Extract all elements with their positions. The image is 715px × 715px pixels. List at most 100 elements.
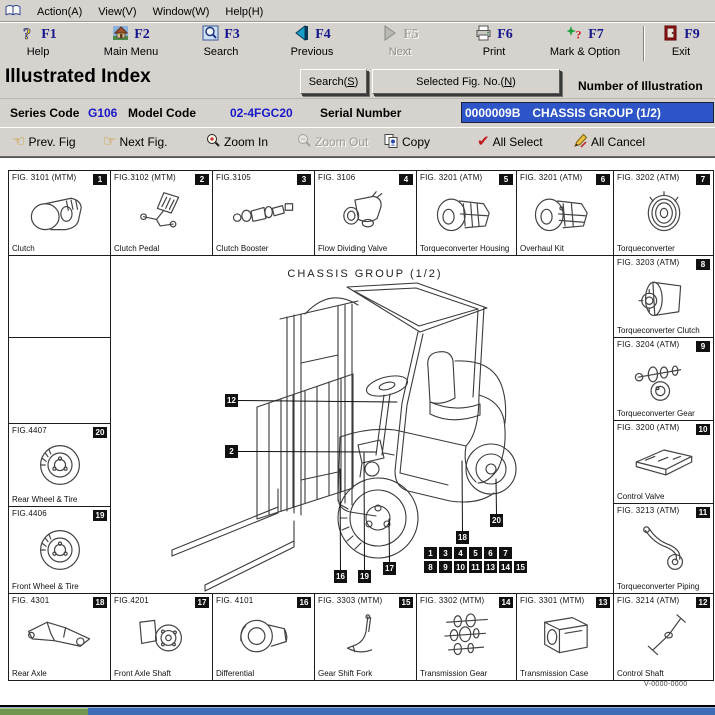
differential-sketch — [218, 607, 309, 667]
fig-number-badge: 20 — [93, 427, 107, 438]
blank — [14, 351, 105, 410]
blank — [14, 269, 105, 324]
figtool-zoom-in[interactable]: Zoom In — [205, 132, 268, 152]
fkey-label: F2 — [134, 27, 150, 42]
copy-icon — [383, 133, 399, 151]
legend-number: 14 — [499, 561, 512, 573]
figtool-all-cancel[interactable]: All Cancel — [572, 132, 645, 152]
taskbar-edge[interactable] — [0, 707, 715, 715]
fbutton-label: Exit — [671, 46, 691, 58]
fig-cell-empty — [8, 337, 111, 424]
fig-number-badge: 19 — [93, 510, 107, 521]
fig-number-badge: 15 — [399, 597, 413, 608]
svg-text:?: ? — [576, 27, 582, 41]
menu-view-v[interactable]: View(V) — [98, 5, 137, 18]
legend-number: 7 — [499, 547, 512, 559]
figtool-label: Next Fig. — [119, 135, 168, 149]
fbutton-label: Search — [203, 46, 239, 58]
fig-caption: Front Axle Shaft — [114, 669, 171, 678]
figure-toolbar: ☜Prev. Fig ☞Next Fig. Zoom In Zoom Out Copy ✔… — [0, 127, 715, 158]
fbutton-label: Help — [26, 46, 50, 58]
menu-window-w[interactable]: Window(W) — [152, 5, 210, 18]
fkey-label: F1 — [41, 27, 57, 42]
fig-caption: Torqueconverter — [617, 244, 675, 253]
figtool-zoom-out: Zoom Out — [296, 132, 368, 152]
diagram-title: CHASSIS GROUP (1/2) — [287, 268, 443, 280]
fkey-label: F6 — [497, 27, 513, 42]
zoom-out-icon — [296, 133, 312, 151]
fig-code: FIG.4201 — [114, 596, 149, 605]
start-button-edge[interactable] — [0, 708, 88, 715]
selected-group-bar[interactable]: 0000009B CHASSIS GROUP (1/2) — [461, 102, 714, 123]
fig-caption: Rear Wheel & Tire — [12, 495, 78, 504]
gear-shift-fork-sketch — [320, 607, 411, 667]
clutch-pedal-sketch — [116, 184, 207, 242]
figtool-next-fig[interactable]: ☞Next Fig. — [103, 132, 167, 152]
fig-number-badge: 6 — [596, 174, 610, 185]
menu-help-h[interactable]: Help(H) — [225, 5, 264, 18]
menu-action-a[interactable]: Action(A) — [37, 5, 83, 18]
legend-number: 10 — [454, 561, 467, 573]
figtool-label: All Select — [492, 135, 543, 149]
fig-code: FIG. 4301 — [12, 596, 50, 605]
figtool-label: Copy — [402, 135, 431, 149]
fkey-label: F9 — [684, 27, 700, 42]
fig-caption: Gear Shift Fork — [318, 669, 373, 678]
fig-caption: Control Valve — [617, 492, 665, 501]
figtool-all-select[interactable]: ✔All Select — [477, 132, 543, 152]
figtool-prev-fig[interactable]: ☜Prev. Fig — [12, 132, 76, 152]
torqueconverter-gear-sketch — [619, 351, 708, 407]
cancel-pencil-icon — [572, 133, 588, 151]
wheel-tire-sketch — [14, 437, 105, 493]
legend-number: 15 — [514, 561, 527, 573]
fig-caption: Torqueconverter Gear — [617, 409, 695, 418]
fig-caption: Clutch Booster — [216, 244, 269, 253]
search-button[interactable]: Search(S) — [300, 69, 367, 94]
fig-caption: Clutch Pedal — [114, 244, 160, 253]
fig-code: FIG. 3202 (ATM) — [617, 173, 680, 182]
forklift-line-drawing — [171, 282, 517, 592]
fig-code: FIG. 3214 (ATM) — [617, 596, 680, 605]
fig-code: FIG. 3201 (ATM) — [520, 173, 583, 182]
selected-group-code: 0000009B — [465, 105, 521, 120]
overhaul-kit-sketch — [522, 184, 608, 242]
printer-icon — [475, 25, 492, 46]
fig-caption: Torqueconverter Clutch — [617, 326, 700, 335]
fig-code: FIG. 3101 (MTM) — [12, 173, 77, 182]
exit-door-icon — [662, 25, 679, 46]
fig-caption: Transmission Gear — [420, 669, 488, 678]
figtool-copy[interactable]: Copy — [383, 132, 430, 152]
previous-arrow-icon — [293, 24, 310, 46]
fig-number-badge: 13 — [596, 597, 610, 608]
selected-fig-no-button[interactable]: Selected Fig. No.(N) — [372, 69, 560, 94]
fig-caption: Rear Axle — [12, 669, 47, 678]
